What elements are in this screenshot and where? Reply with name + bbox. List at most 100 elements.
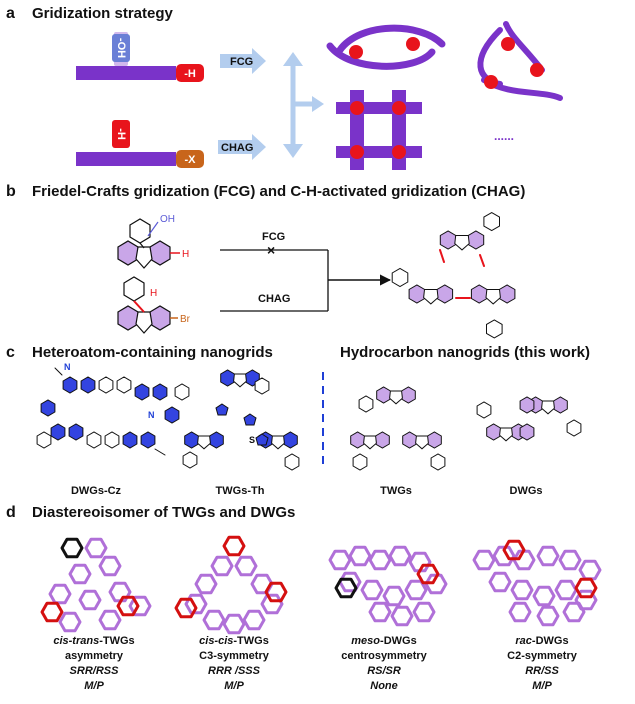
twg-product — [391, 212, 516, 339]
meso-ring-8 — [382, 585, 406, 607]
twgth-fluorene-2-ring-left — [184, 431, 199, 449]
fcg-label: FCG — [230, 56, 253, 68]
panel-a-label: a — [6, 5, 15, 22]
twgs-fluorene-1-ring-five — [389, 390, 403, 405]
twg-fluorene-2-ring-left — [470, 284, 488, 304]
twgth-phenyl-1 — [254, 377, 270, 395]
twgth-fluorene-3-ring-five — [271, 435, 285, 450]
caption-3-chirality: None — [370, 680, 398, 692]
oh-tag — [112, 34, 130, 62]
caption-1-suffix: -TWGs — [99, 635, 134, 647]
fcg-reaction-label: FCG — [262, 231, 285, 243]
meso-ring-3 — [368, 549, 392, 571]
ct-ring-1 — [84, 537, 108, 559]
ct-phenyl-red-2 — [116, 595, 140, 617]
ct-phenyl-black — [60, 537, 84, 559]
rac-ring-9 — [532, 585, 556, 607]
dwgcz-top-ring-1 — [62, 376, 78, 394]
ct-ring-2 — [98, 555, 122, 577]
rac-ring-12 — [508, 601, 532, 623]
h-tag-top-text: -H — [184, 68, 196, 80]
square-junction-3 — [350, 145, 364, 159]
x-tag-text: -X — [185, 154, 197, 166]
square-junction-1 — [350, 101, 364, 115]
rac-phenyl-red-2 — [574, 577, 598, 599]
br-label: Br — [180, 314, 191, 325]
twg-fluorene-1-ring-five — [454, 235, 470, 251]
svg-text:cis-trans-TWGs: cis-trans-TWGs — [53, 635, 134, 647]
rac-phenyl-red-1 — [502, 539, 526, 561]
dwgcz-bottom-ring-2 — [68, 423, 84, 441]
twg-linkage-2 — [479, 254, 485, 267]
s-label: S — [249, 435, 255, 445]
dwgcz-bottom-ring-3 — [86, 431, 102, 449]
twgth-fluorene-1-ring-five — [233, 373, 247, 388]
precursor-bromofluorene — [117, 276, 171, 334]
twg-fluorene-3-ring-five — [423, 289, 439, 305]
twgth-phenyl-2 — [182, 451, 198, 469]
dwgcz-phenyl-2 — [36, 431, 52, 449]
panel-d-title: Diastereoisomer of TWGs and DWGs — [32, 504, 295, 521]
caption-2-config: RRR /SSS — [208, 665, 261, 677]
rac-ring-5 — [558, 549, 582, 571]
name-dwgs: DWGs — [510, 485, 543, 497]
caption-4-suffix: -DWGs — [532, 635, 569, 647]
rac-ring-8 — [510, 579, 534, 601]
dwgcz-side-ring-right — [164, 406, 180, 424]
meso-ring-2 — [348, 545, 372, 567]
h-tag-top — [176, 64, 204, 82]
caption-1-chirality: M/P — [84, 680, 104, 692]
ct-ring-8 — [58, 611, 82, 633]
twgth-fluorene-2-ring-five — [197, 435, 211, 450]
svg-text:cis-cis-TWGs: cis-cis-TWGs — [199, 635, 269, 647]
h-tag-vertical — [112, 120, 130, 148]
arc-grid-lower — [326, 42, 436, 70]
cc-phenyl-red-right — [264, 581, 288, 603]
panel-a-title: Gridization strategy — [32, 5, 174, 22]
rac-ring-6 — [578, 559, 602, 581]
caption-3-prefix: meso — [351, 635, 380, 647]
cis-cis-twgs-model — [174, 535, 288, 635]
chag-label: CHAG — [221, 142, 253, 154]
meso-ring-4 — [388, 545, 412, 567]
ct-ring-3 — [68, 563, 92, 585]
rac-ring-10 — [554, 579, 578, 601]
twgs-fluorene-3-ring-right — [427, 431, 442, 449]
svg-text:rac-DWGs: rac-DWGs — [515, 635, 568, 647]
h-label-2: H — [150, 288, 157, 299]
arc-junction-1 — [349, 45, 363, 59]
purple-bar-top — [76, 66, 176, 80]
ct-ring-4 — [48, 583, 72, 605]
caption-2-symmetry: C3-symmetry — [199, 650, 270, 662]
h-label-1: H — [182, 249, 189, 260]
caption-4-symmetry: C2-symmetry — [507, 650, 578, 662]
cis-trans-twgs-model — [40, 537, 152, 633]
caption-4-config: RR/SS — [525, 665, 559, 677]
twgs-fluorene-1-ring-right — [401, 386, 416, 404]
caption-3-suffix: -DWGs — [380, 635, 417, 647]
twgs-phenyl-1 — [358, 395, 374, 413]
more-dots: ...... — [494, 129, 514, 143]
twgs-phenyl-3 — [430, 453, 446, 471]
rac-ring-2 — [492, 545, 516, 567]
caption-4-prefix: rac — [515, 635, 532, 647]
tri-junction-1 — [501, 37, 515, 51]
oh-text: -OH — [115, 38, 127, 58]
h-tag-vertical-text: -H — [115, 128, 127, 140]
dwgcz-top-ring-3 — [98, 376, 114, 394]
panel-c-title-right: Hydrocarbon nanogrids (this work) — [340, 344, 590, 361]
twg-fluorene-2-ring-five — [485, 289, 501, 305]
twgth-phenyl-3 — [284, 453, 300, 471]
caption-cis-trans: cis-trans-TWGs asymmetry SRR/RSS M/P — [53, 635, 134, 692]
caption-3-symmetry: centrosymmetry — [341, 650, 427, 662]
twgs-th-structure — [182, 369, 300, 471]
dwgs-phenyl-2 — [566, 419, 582, 437]
dwgcz-ethyl-2 — [154, 448, 166, 456]
cc-ring-7 — [202, 609, 226, 631]
panel-b-label: b — [6, 183, 16, 200]
dwgcz-bottom-ring-1 — [50, 423, 66, 441]
twgs-fluorene-3-ring-five — [415, 435, 429, 450]
dwgs-fluorene-1-ring-five — [499, 427, 513, 442]
twgth-thiophene-1 — [215, 403, 229, 416]
